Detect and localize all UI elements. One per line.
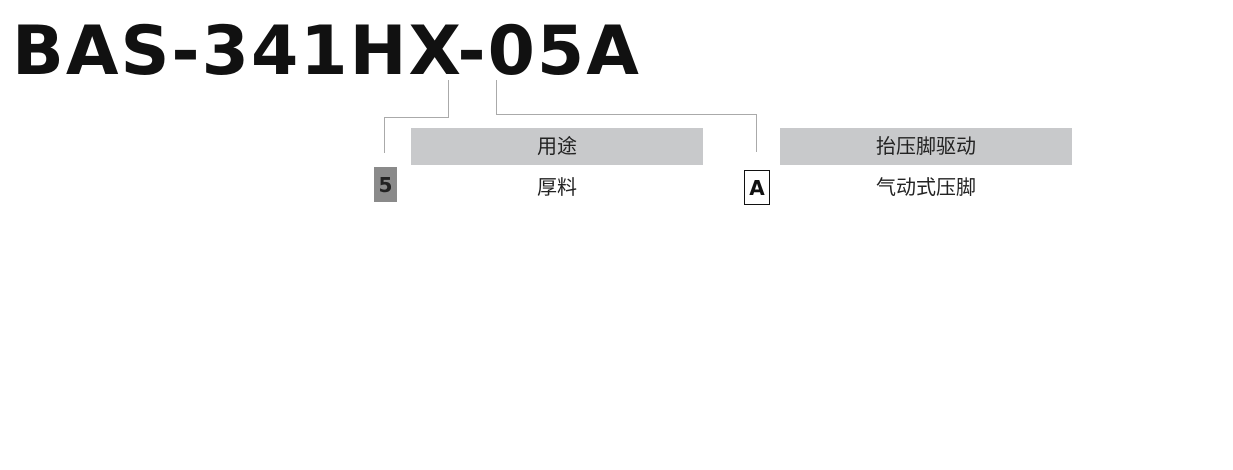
connector-line [384, 117, 385, 153]
option-header: 用途 [411, 128, 703, 165]
connector-line [496, 80, 497, 114]
option-value: 厚料 [537, 175, 577, 199]
model-code: BAS-341HX-05A [12, 12, 641, 91]
option-header: 抬压脚驱动 [780, 128, 1072, 165]
option-value: 气动式压脚 [876, 175, 976, 199]
connector-line [756, 114, 757, 152]
option-code-badge: 5 [374, 167, 397, 202]
connector-line [496, 114, 757, 115]
option-code-badge: A [744, 170, 770, 205]
connector-line [448, 80, 449, 117]
connector-line [384, 117, 449, 118]
